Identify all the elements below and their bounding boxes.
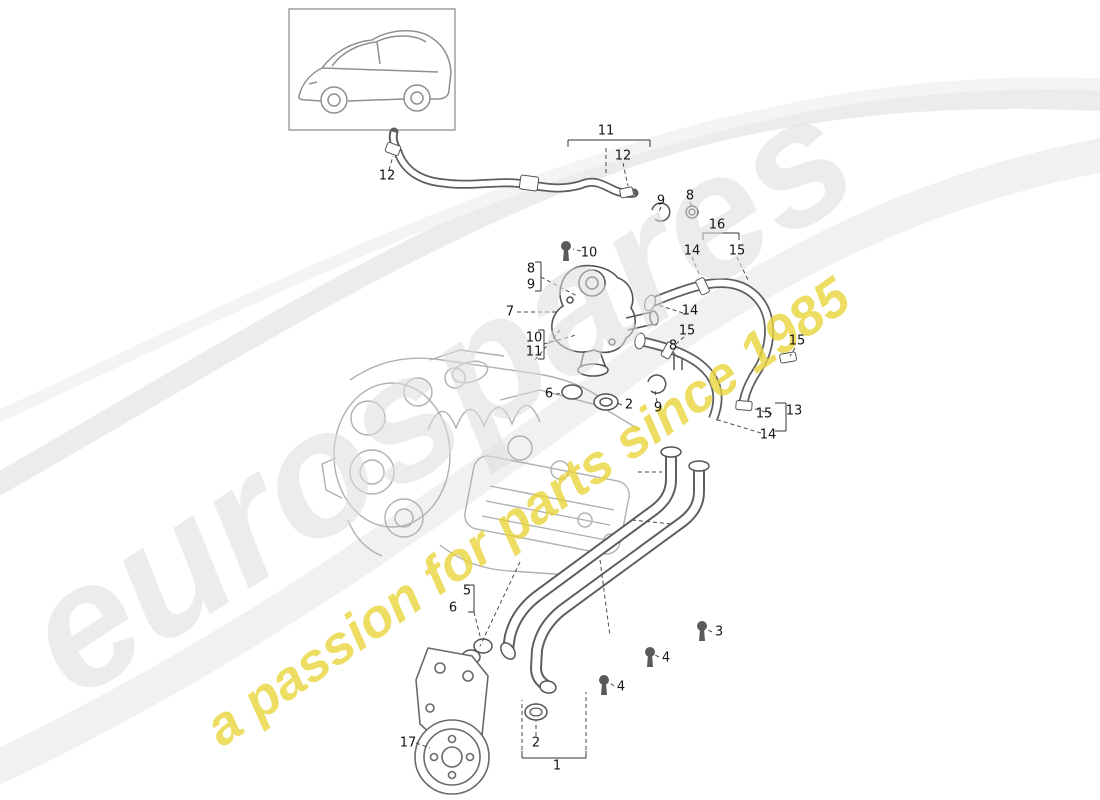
right-hose-assembly — [634, 277, 797, 421]
part-callout-16: 16 — [708, 217, 726, 233]
bracket-lines — [468, 139, 787, 759]
bolts — [561, 241, 707, 695]
part-callout-10: 10 — [525, 330, 543, 346]
part-callout-12: 12 — [378, 168, 396, 184]
engine-line-art — [321, 349, 641, 576]
part-callout-4: 4 — [616, 679, 626, 695]
leader-lines — [388, 148, 796, 750]
part-callout-3: 3 — [714, 624, 724, 640]
part-callout-2: 2 — [531, 735, 541, 751]
part-callout-15: 15 — [788, 333, 806, 349]
car-silhouette — [298, 30, 452, 114]
part-callout-8: 8 — [685, 188, 695, 204]
coolant-pipes — [461, 446, 710, 721]
part-callout-14: 14 — [759, 427, 777, 443]
clamp-15-c — [735, 399, 753, 412]
bolt-3 — [697, 621, 707, 641]
part-callout-5: 5 — [462, 583, 472, 599]
part-callout-9: 9 — [653, 400, 663, 416]
part-callout-10: 10 — [580, 245, 598, 261]
part-callout-6: 6 — [544, 386, 554, 402]
part-callout-6: 6 — [448, 600, 458, 616]
seal-part-6 — [561, 384, 583, 400]
thermostat-housing — [551, 264, 659, 377]
clip-part-9-lower — [647, 374, 667, 394]
part-callout-8: 8 — [526, 261, 536, 277]
part-callout-8: 8 — [668, 338, 678, 354]
part-callout-9: 9 — [526, 277, 536, 293]
hose-clamp-12-right — [619, 186, 635, 199]
bolt-4-a — [645, 647, 655, 667]
part-callout-17: 17 — [399, 735, 417, 751]
part-callout-4: 4 — [661, 650, 671, 666]
part-callout-15: 15 — [678, 323, 696, 339]
pipe-collar — [688, 460, 710, 472]
pipe-collar — [539, 680, 557, 694]
part-callout-12: 12 — [614, 148, 632, 164]
part-callout-15: 15 — [755, 406, 773, 422]
water-pump — [414, 647, 490, 795]
clamp-15-b — [779, 351, 797, 364]
hose-end-14-b — [634, 332, 646, 350]
part-callout-13: 13 — [785, 403, 803, 419]
ring-part-2-bottom — [524, 703, 548, 721]
hose-fitting — [518, 174, 540, 192]
part-callout-2: 2 — [624, 397, 634, 413]
part-callout-15: 15 — [728, 243, 746, 259]
hose-clamp-12-left — [384, 141, 402, 157]
part-callout-14: 14 — [681, 303, 699, 319]
part-callout-9: 9 — [656, 193, 666, 209]
bolt-4-b — [599, 675, 609, 695]
part-callout-11: 11 — [597, 123, 615, 139]
background-swoosh — [0, 77, 1100, 785]
part-callout-7: 7 — [505, 304, 515, 320]
pipe-collar — [500, 642, 516, 660]
hose-end-14 — [644, 294, 656, 312]
clamp-15-a — [695, 277, 710, 296]
clamp-15-d — [660, 341, 677, 360]
pipe-collar — [660, 446, 682, 458]
clip-part-9-upper — [651, 202, 671, 222]
part-callout-14: 14 — [683, 243, 701, 259]
part-callout-1: 1 — [552, 758, 562, 774]
part-callout-11: 11 — [525, 344, 543, 360]
top-hose-assembly — [384, 127, 639, 199]
bolt-10 — [561, 241, 571, 261]
car-thumbnail — [288, 8, 456, 131]
